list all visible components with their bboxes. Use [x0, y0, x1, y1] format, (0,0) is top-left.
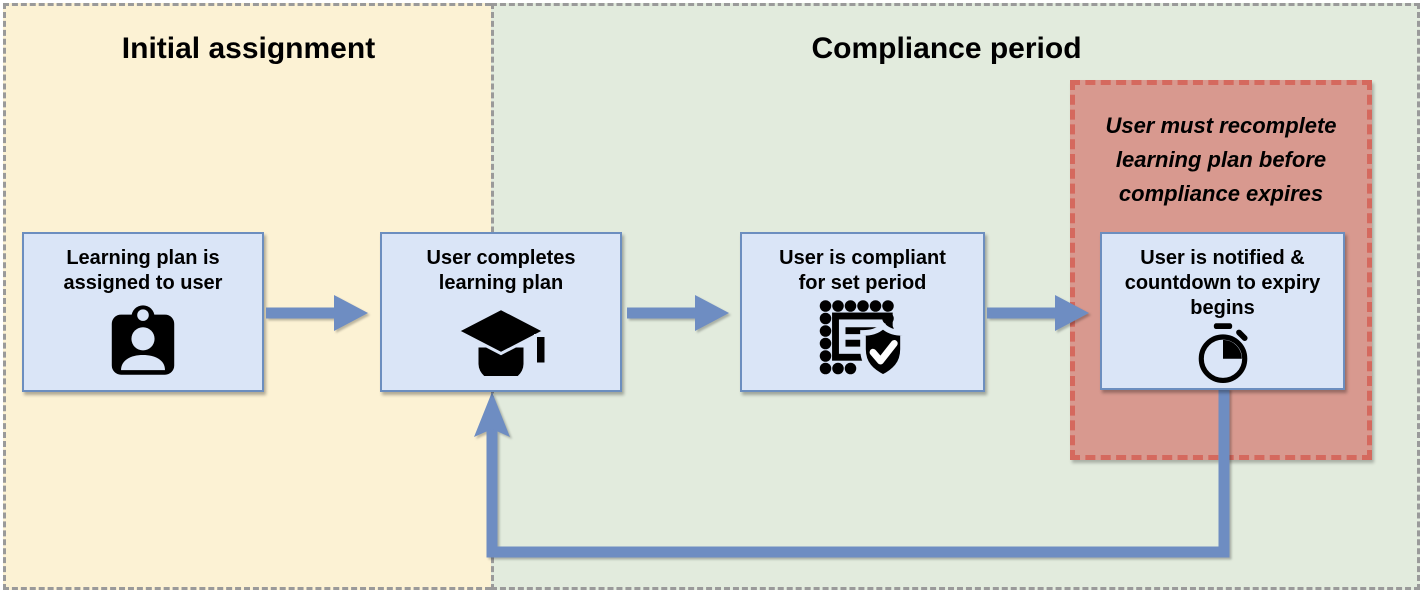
node-learning-plan-assigned: Learning plan is assigned to user — [22, 232, 264, 392]
node-user-completes-plan: User completes learning plan — [380, 232, 622, 392]
certificate-shield-check-icon — [813, 296, 913, 392]
initial-assignment-title: Initial assignment — [121, 32, 376, 65]
node-label: Learning plan is assigned to user — [63, 247, 223, 294]
graduation-cap-icon — [453, 296, 549, 390]
compliance-period-title: Compliance period — [811, 32, 1082, 65]
arrow-compliant-to-notified — [987, 295, 1089, 331]
id-badge-user-icon — [106, 296, 180, 390]
node-user-notified-countdown: User is notified & countdown to expiry b… — [1100, 232, 1345, 390]
arrow-assigned-to-completes — [266, 295, 368, 331]
node-user-compliant: User is compliant for set period — [740, 232, 985, 392]
arrow-completes-to-compliant — [627, 295, 729, 331]
node-label: User is compliant for set period — [779, 247, 946, 294]
countdown-timer-icon — [1191, 321, 1255, 391]
node-label: User is notified & countdown to expiry b… — [1124, 247, 1321, 319]
recomplete-warning-text: User must recomplete learning plan befor… — [1105, 113, 1337, 207]
node-label: User completes learning plan — [426, 247, 576, 294]
